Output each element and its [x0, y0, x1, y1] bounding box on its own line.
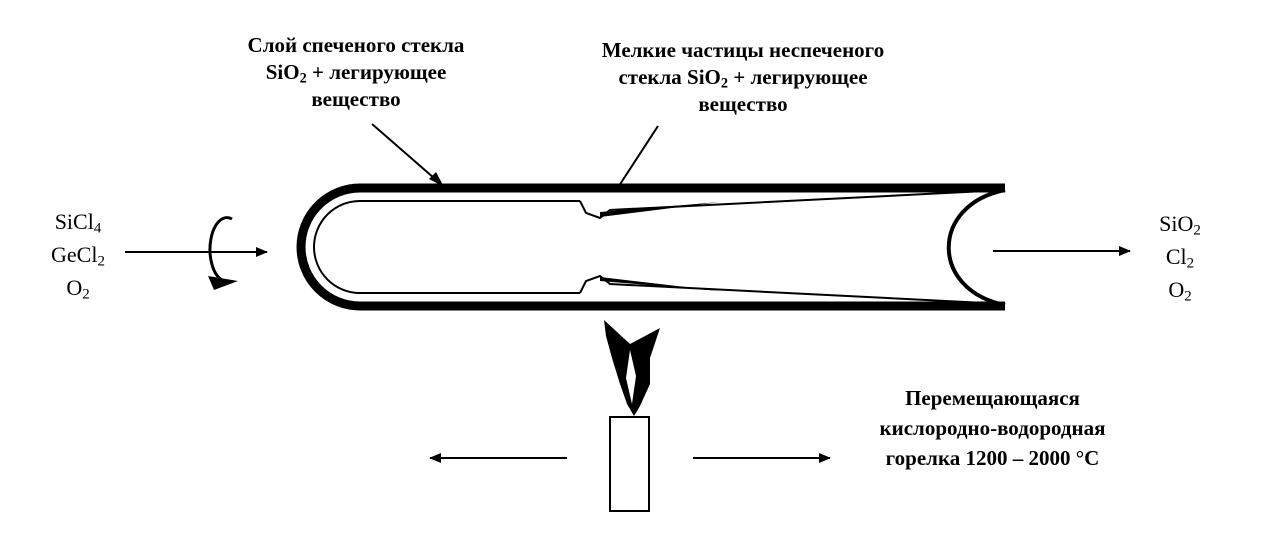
- rotation-arc: [208, 216, 233, 282]
- deposit-wedge-bottom: [579, 274, 1006, 305]
- tube-outer-wall: [296, 183, 1005, 311]
- deposit-wedge-bottom-fill: [600, 277, 720, 291]
- fine-particles-label: Мелкие частицы неспеченого стекла SiO2 +…: [563, 37, 923, 118]
- deposit-wedge-top: [579, 189, 1006, 220]
- input-gases: SiCl4 GeCl2 O2: [36, 205, 120, 304]
- output-gases: SiO2 Cl2 O2: [1140, 207, 1220, 306]
- sintered-layer-line-1: Слой спеченого стекла: [247, 33, 465, 57]
- sintered-layer-line-3: вещество: [311, 87, 401, 111]
- deposit-wedge-top-fill: [600, 202, 720, 217]
- tube-open-end: [946, 188, 1006, 307]
- burner-line-3: горелка 1200 – 2000 °С: [885, 446, 1100, 470]
- sintered-layer-line: [313, 200, 580, 294]
- fine-particles-line-3: вещество: [698, 92, 788, 116]
- burner-line-2: кислородно-водородная: [879, 416, 1106, 440]
- fine-particles-line-2: стекла SiO2 + легирующее: [618, 65, 868, 92]
- rotation-arrowhead: [208, 276, 238, 290]
- sintered-layer-pointer-head: [429, 172, 444, 187]
- fine-particles-line-1: Мелкие частицы неспеченого: [601, 38, 885, 62]
- sintered-layer-line-2: SiO2 + легирующее: [265, 60, 447, 87]
- fine-particles-pointer: [614, 125, 659, 193]
- sintered-layer-pointer: [371, 123, 443, 186]
- output-gas-sio2: SiO2: [1159, 211, 1201, 239]
- burner-line-1: Перемещающаяся: [905, 386, 1080, 410]
- input-gas-o2: O2: [66, 275, 90, 303]
- flame-highlight: [626, 350, 636, 404]
- input-gas-sicl4: SiCl4: [54, 209, 102, 237]
- burner-label: Перемещающаяся кислородно-водородная гор…: [850, 383, 1135, 473]
- input-gas-gecl2: GeCl2: [51, 242, 105, 270]
- output-gas-o2: O2: [1168, 277, 1192, 305]
- output-gas-cl2: Cl2: [1165, 244, 1195, 272]
- sintered-layer-label: Слой спеченого стекла SiO2 + легирующее …: [222, 32, 490, 113]
- burner: [609, 416, 650, 512]
